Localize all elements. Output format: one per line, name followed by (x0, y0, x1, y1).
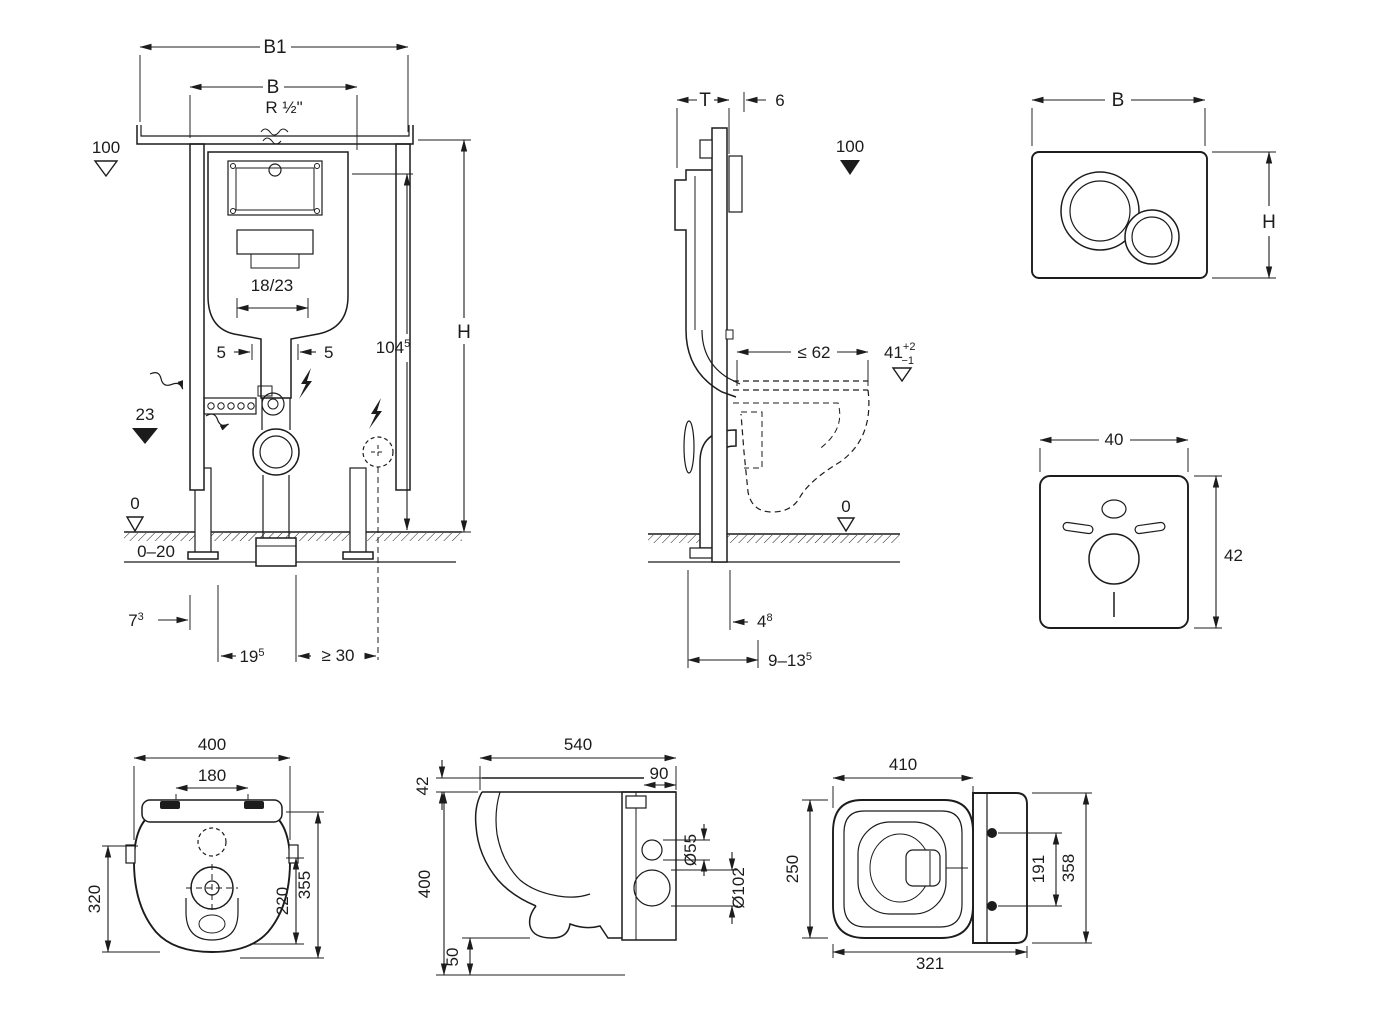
dim-front-floor-adjust: 0–20 (137, 542, 175, 561)
dim-back-bolt-spacing: 191 (1029, 855, 1048, 883)
dim-front-supply-height: 100 (92, 138, 120, 157)
dim-plate-b: B (1112, 90, 1125, 111)
bowl-body-back (832, 799, 974, 939)
dim-bowl-width: 400 (198, 735, 226, 754)
lightning-bolt-icons (299, 368, 382, 429)
bowl-back-view: 410 250 191 358 321 (783, 755, 1092, 973)
dim-front-side-offset: 73 (128, 611, 144, 630)
frame-rail-side (699, 127, 743, 563)
pad-hole-oval (1101, 499, 1127, 519)
dim-front-b1: B1 (263, 37, 286, 58)
front-dimensions: B1 B R ½" 100 18/23 5 5 23 1045 H 0 0–20 (92, 37, 471, 666)
dim-front-zero: 0 (130, 494, 139, 513)
bowl-side-view: 540 42 90 Ø55 Ø102 400 50 (413, 735, 748, 976)
bowl-top-view: 400 180 320 220 355 (85, 735, 324, 959)
dim-side-pipe-range: 9–135 (768, 651, 812, 670)
cistern-front (207, 151, 349, 430)
dim-bowlside-height: 400 (415, 870, 434, 898)
dim-side-front-offset: 48 (757, 612, 773, 631)
dim-front-offset-left: 5 (217, 343, 226, 362)
drain-assembly (252, 428, 300, 567)
mounting-plate-side (621, 791, 677, 941)
hinge-right (244, 801, 264, 809)
dim-front-supply-thread: R ½" (265, 98, 302, 117)
floor-lines-side (648, 533, 900, 563)
dim-bowlside-length: 540 (564, 735, 592, 754)
flush-inlet-dashed (197, 827, 227, 857)
dim-front-socket-clearance: ≥ 30 (322, 646, 355, 665)
drain-small-circle (641, 839, 663, 861)
supply-connection-waves (260, 128, 289, 145)
frame-legs (187, 467, 374, 560)
dim-front-b: B (267, 77, 280, 98)
dim-bowlside-drain-large: Ø102 (729, 867, 748, 909)
seat-lug-right (288, 844, 299, 864)
dim-side-supply-height: 100 (836, 137, 864, 156)
dim-front-flush-offset: 18/23 (251, 276, 294, 295)
bolt-top (987, 828, 997, 838)
dim-bowl-depth-front: 220 (273, 887, 292, 915)
mounting-plate-back (972, 792, 1028, 944)
socket-circle (362, 436, 394, 660)
cistern-side (674, 169, 741, 398)
dim-bowl-hinge-spacing: 180 (198, 766, 226, 785)
dim-back-width-total: 358 (1059, 854, 1078, 882)
dim-front-frame-height: 1045 (376, 338, 411, 357)
flex-arrows (149, 372, 230, 431)
dim-pad-height: 42 (1224, 546, 1243, 565)
dim-back-width: 410 (889, 755, 917, 774)
front-elevation: B1 B R ½" 100 18/23 5 5 23 1045 H 0 0–20 (92, 37, 471, 666)
dim-back-bowl-width: 250 (783, 855, 802, 883)
water-bracket (203, 385, 285, 416)
dim-front-h: H (457, 322, 471, 343)
dim-bowlside-seat: 42 (413, 777, 432, 796)
sound-insulation-pad: 40 42 (1039, 430, 1243, 629)
dim-bowlside-spout: 50 (443, 948, 462, 967)
dim-side-plate-thickness: 6 (775, 91, 784, 110)
pad-slot-right (1134, 521, 1166, 535)
dim-plate-h: H (1262, 212, 1276, 233)
level-mark-filled-drain (132, 428, 158, 444)
dim-front-offset-right: 5 (324, 343, 333, 362)
dim-pad-width: 40 (1105, 430, 1124, 449)
flush-plate: B H (1031, 90, 1276, 279)
flush-slot (905, 849, 941, 887)
side-dimensions: T 6 100 ≤ 62 41+2−1 0 48 9–135 (676, 90, 915, 670)
level-mark-open-rim (891, 367, 913, 383)
dim-side-t: T (699, 90, 711, 111)
level-mark-open-floor (125, 516, 145, 533)
level-mark-open-floor-side (836, 517, 856, 533)
hinge-left (160, 801, 180, 809)
dim-bowl-depth-inner: 320 (85, 885, 104, 913)
seat-lug-left (125, 844, 136, 864)
bowl-body-top (133, 811, 291, 953)
level-mark-open-supply (93, 160, 119, 178)
level-mark-filled-supply (840, 160, 860, 175)
dim-side-bowl-depth: ≤ 62 (798, 343, 831, 362)
dim-bowlside-rear-gap: 90 (650, 764, 669, 783)
pad-hole-round (1088, 533, 1140, 585)
dim-back-length: 321 (916, 954, 944, 973)
dim-front-drain-offset: 195 (239, 647, 264, 666)
dim-front-drain-height: 23 (136, 405, 155, 424)
side-elevation: T 6 100 ≤ 62 41+2−1 0 48 9–135 (648, 90, 915, 670)
drain-large-circle (633, 869, 671, 907)
bowl-outline-dashed (733, 380, 870, 513)
pad-slot-left (1062, 521, 1094, 535)
dim-bowlside-drain-small: Ø55 (681, 834, 700, 866)
dim-bowl-depth-total: 355 (295, 871, 314, 899)
dim-side-rim-height: 41+2−1 (884, 341, 915, 367)
bolt-bottom (987, 901, 997, 911)
dim-side-zero: 0 (841, 497, 850, 516)
